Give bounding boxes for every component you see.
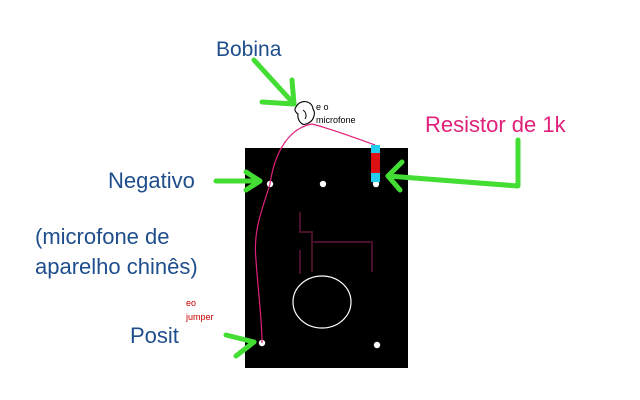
label-positivo: Posit (130, 323, 179, 348)
arrow-positivo (223, 332, 257, 359)
microphone-circle (292, 275, 352, 329)
microphone-icon (294, 101, 315, 125)
pad-middle (319, 180, 327, 188)
board-traces (299, 212, 373, 274)
label-microfone-line1: e o (316, 102, 329, 112)
resistor-body (371, 153, 380, 173)
label-resistor: Resistor de 1k (425, 112, 567, 137)
pad-resistor (372, 180, 380, 188)
arrow-bobina (251, 57, 297, 107)
label-jumper-line2: jumper (185, 312, 214, 322)
microphone-icon-detail (302, 109, 307, 120)
label-negativo: Negativo (108, 168, 195, 193)
label-bobina: Bobina (216, 38, 282, 61)
wire-to-resistor (311, 123, 376, 146)
label-note-line1: (microfone de (35, 224, 170, 249)
label-microfone-line2: microfone (316, 115, 356, 125)
resistor-cap-bottom (371, 173, 380, 182)
resistor-cap-top (371, 145, 380, 153)
label-note-line2: aparelho chinês) (35, 254, 198, 279)
label-jumper-line1: eo (186, 298, 196, 308)
arrow-negativo (213, 169, 263, 193)
arrow-resistor (385, 137, 521, 193)
pad-bottom-right (373, 341, 381, 349)
wire-negative (254, 123, 313, 344)
